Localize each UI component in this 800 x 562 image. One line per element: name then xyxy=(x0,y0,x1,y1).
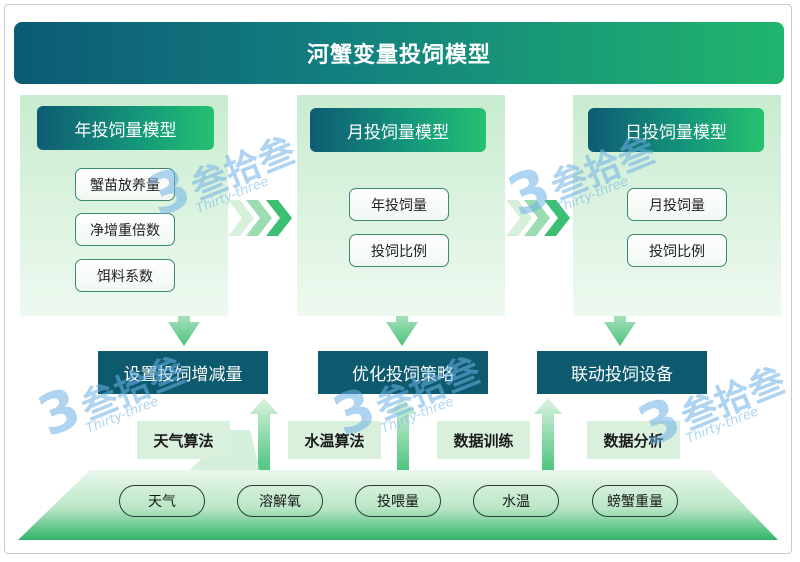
data-feeding-amount: 投喂量 xyxy=(355,485,441,517)
item-annual-2: 净增重倍数 xyxy=(75,213,175,246)
algo-data-analysis: 数据分析 xyxy=(587,421,680,459)
panel-header-monthly: 月投饲量模型 xyxy=(310,108,486,152)
data-weather: 天气 xyxy=(119,485,205,517)
action-set-adjustment: 设置投饲增减量 xyxy=(98,351,268,394)
item-monthly-2: 投饲比例 xyxy=(349,234,449,267)
data-dissolved-oxygen: 溶解氧 xyxy=(237,485,323,517)
data-crab-weight: 螃蟹重量 xyxy=(592,485,678,517)
item-daily-1: 月投饲量 xyxy=(627,188,727,221)
up-arrow-2 xyxy=(389,398,417,470)
down-arrow-1 xyxy=(168,300,200,346)
up-arrow-3 xyxy=(534,398,562,470)
data-platform xyxy=(18,470,778,540)
up-arrow-1 xyxy=(250,398,278,470)
algo-water-temp: 水温算法 xyxy=(288,421,381,459)
down-arrow-2 xyxy=(386,300,418,346)
action-optimize-strategy: 优化投饲策略 xyxy=(318,351,488,394)
algo-data-training: 数据训练 xyxy=(437,421,530,459)
down-arrow-3 xyxy=(604,300,636,346)
data-water-temp: 水温 xyxy=(473,485,559,517)
item-annual-3: 饵料系数 xyxy=(75,259,175,292)
panel-header-annual: 年投饲量模型 xyxy=(37,106,214,150)
item-monthly-1: 年投饲量 xyxy=(349,188,449,221)
diagram-frame xyxy=(4,4,792,554)
chevron-arrows-1 xyxy=(228,200,292,236)
item-annual-1: 蟹苗放养量 xyxy=(75,168,175,201)
action-link-equipment: 联动投饲设备 xyxy=(537,351,707,394)
diagram-title: 河蟹变量投饲模型 xyxy=(14,22,784,84)
panel-header-daily: 日投饲量模型 xyxy=(588,108,764,152)
chevron-arrows-2 xyxy=(506,200,570,236)
item-daily-2: 投饲比例 xyxy=(627,234,727,267)
algo-weather: 天气算法 xyxy=(137,421,230,459)
